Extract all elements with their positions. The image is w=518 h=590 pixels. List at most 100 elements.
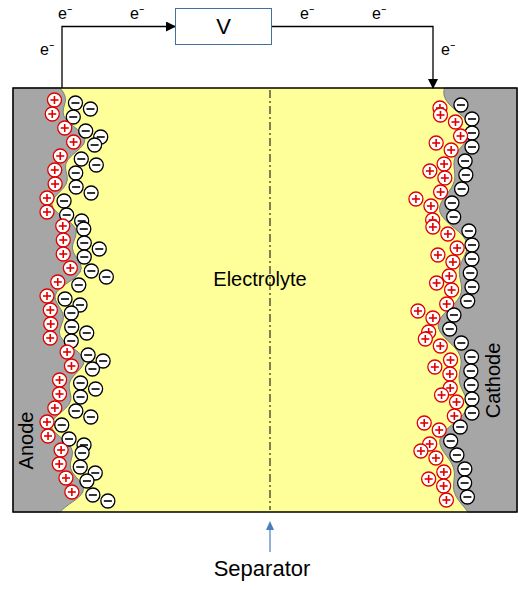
anion-symbol xyxy=(72,278,86,292)
ion-circle xyxy=(54,443,68,457)
anion-symbol xyxy=(68,96,82,110)
ion-sign xyxy=(87,192,95,194)
ion-circle xyxy=(84,410,98,424)
node-label: Cathode xyxy=(483,342,506,418)
ion-circle xyxy=(418,332,432,346)
ion-circle xyxy=(69,180,83,194)
ion-sign xyxy=(62,250,64,258)
ion-circle xyxy=(84,186,98,200)
cation-symbol xyxy=(422,472,436,486)
anion-symbol xyxy=(465,280,479,294)
node-label: Anode xyxy=(16,411,39,469)
ion-circle xyxy=(453,420,467,434)
ion-sign xyxy=(67,340,75,342)
ion-sign xyxy=(468,356,476,358)
anion-symbol xyxy=(84,264,98,278)
ion-circle xyxy=(443,367,457,381)
ion-sign xyxy=(450,216,458,218)
cation-symbol xyxy=(437,479,451,493)
cation-symbol xyxy=(439,493,453,507)
cation-symbol xyxy=(444,353,458,367)
anion-symbol xyxy=(74,152,88,166)
ion-circle xyxy=(53,373,67,387)
ion-circle xyxy=(69,404,83,418)
cation-symbol xyxy=(454,129,468,143)
ion-circle xyxy=(74,390,88,404)
ion-sign xyxy=(465,230,473,232)
cation-symbol xyxy=(443,367,457,381)
ion-sign xyxy=(61,298,69,300)
ion-sign xyxy=(452,258,454,266)
ion-sign xyxy=(450,314,458,316)
cation-symbol xyxy=(445,283,459,297)
cation-symbol xyxy=(43,303,57,317)
anion-symbol xyxy=(463,266,477,280)
cation-symbol xyxy=(441,227,455,241)
cation-symbol xyxy=(48,401,62,415)
cation-symbol xyxy=(40,289,54,303)
electron-label: e⁻ xyxy=(130,2,144,24)
anion-symbol xyxy=(58,292,72,306)
ion-sign xyxy=(432,223,434,231)
anion-symbol xyxy=(80,326,94,340)
ion-sign xyxy=(456,426,464,428)
ion-sign xyxy=(71,102,79,104)
ion-sign xyxy=(462,174,470,176)
ion-circle xyxy=(459,168,473,182)
anion-symbol xyxy=(465,252,479,266)
anion-symbol xyxy=(99,270,113,284)
ion-sign xyxy=(440,111,442,119)
anion-symbol xyxy=(77,222,91,236)
electron-wire xyxy=(62,27,175,89)
electron-label: e⁻ xyxy=(58,2,72,24)
cation-symbol xyxy=(56,219,70,233)
electron-label: e⁻ xyxy=(372,2,386,24)
ion-circle xyxy=(461,294,475,308)
ion-sign xyxy=(435,454,437,462)
ion-circle xyxy=(439,493,453,507)
cation-symbol xyxy=(448,115,462,129)
cation-symbol xyxy=(53,149,67,163)
ion-circle xyxy=(77,250,91,264)
ion-circle xyxy=(89,158,103,172)
ion-sign xyxy=(86,108,94,110)
ion-circle xyxy=(454,98,468,112)
ion-sign xyxy=(102,276,110,278)
anion-symbol xyxy=(89,158,103,172)
ion-sign xyxy=(47,432,49,440)
electron-label: e⁻ xyxy=(441,38,455,60)
ion-circle xyxy=(464,364,478,378)
ion-circle xyxy=(455,182,469,196)
ion-sign xyxy=(58,460,60,468)
ion-circle xyxy=(41,429,55,443)
ion-circle xyxy=(437,465,451,479)
cation-symbol xyxy=(429,451,443,465)
anion-symbol xyxy=(455,182,469,196)
ion-sign xyxy=(77,382,85,384)
anion-symbol xyxy=(454,336,468,350)
cation-symbol xyxy=(56,233,70,247)
cation-symbol xyxy=(409,192,423,206)
ion-sign xyxy=(66,348,68,356)
ion-sign xyxy=(67,312,75,314)
cation-symbol xyxy=(48,163,62,177)
ion-sign xyxy=(91,472,99,474)
ion-sign xyxy=(467,384,475,386)
cation-symbol xyxy=(44,317,58,331)
ion-circle xyxy=(77,236,91,250)
ion-circle xyxy=(58,292,72,306)
ion-sign xyxy=(57,278,59,286)
cation-symbol xyxy=(65,485,79,499)
ion-sign xyxy=(54,166,56,174)
ion-sign xyxy=(446,328,454,330)
ion-sign xyxy=(448,272,450,280)
ion-circle xyxy=(444,434,458,448)
ion-sign xyxy=(463,496,471,498)
ion-circle xyxy=(450,448,464,462)
ion-sign xyxy=(95,248,103,250)
ion-sign xyxy=(449,384,451,392)
ion-sign xyxy=(420,447,422,455)
ion-circle xyxy=(74,376,88,390)
ion-sign xyxy=(423,419,425,427)
